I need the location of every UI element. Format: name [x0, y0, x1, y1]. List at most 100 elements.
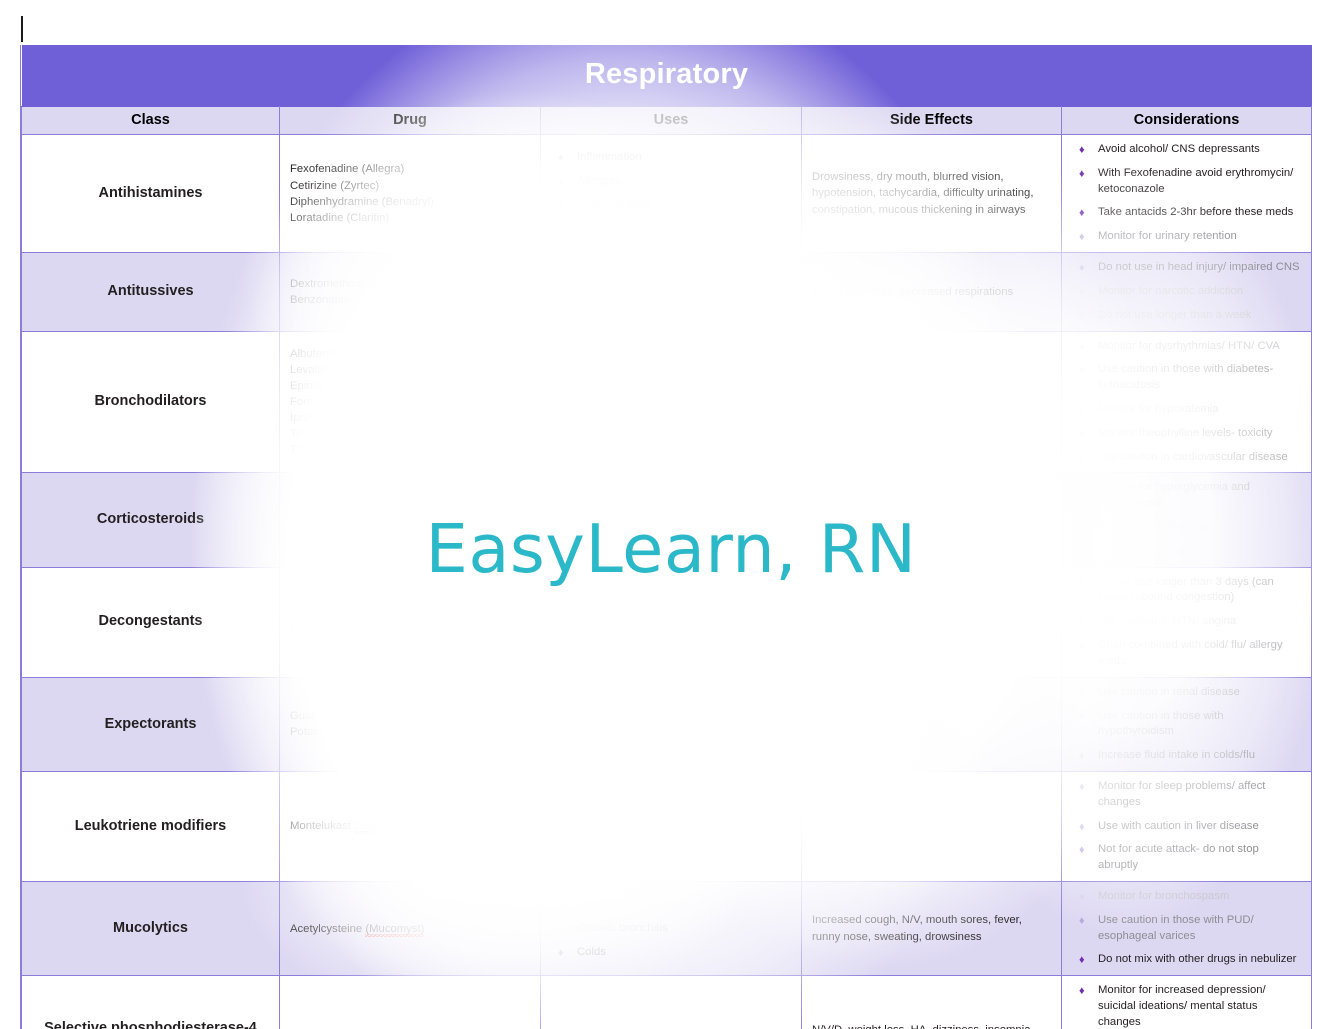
drug-list: Montelukast (Singulair)	[279, 770, 541, 883]
drug-item: Loratadine (Claritin)	[290, 211, 390, 224]
list-item: ♦Monitor for narcotic addiction	[1072, 284, 1302, 300]
diamond-bullet-icon: ♦	[1079, 616, 1085, 629]
table-row: Corticosteroids Budesonide (Pulmicort) B…	[21, 472, 1313, 568]
list-item: ♦Monitor for hyperglycemia and osteoporo…	[1079, 481, 1250, 510]
drug-item: Phenylephrine (Sudafed PE)	[290, 624, 434, 637]
list-item: ♦Do not mix with other drugs in nebulize…	[1072, 952, 1302, 968]
diamond-bullet-icon: ♦	[1079, 844, 1085, 857]
list-item: ♦Use caution in those with hypothyroidis…	[1079, 709, 1224, 738]
drug-item: Epinephrine	[290, 379, 351, 392]
diamond-bullet-icon: ♦	[1079, 780, 1085, 793]
considerations-list: ♦Do not use in head injury/ impaired CNS…	[1060, 252, 1313, 332]
diamond-bullet-icon: ♦	[1079, 482, 1085, 495]
uses-list	[540, 566, 802, 678]
considerations-list: ♦Do not use longer than 3 days (can caus…	[1060, 566, 1313, 678]
table-row: Leukotriene modifiers Montelukast (Singu…	[21, 770, 1313, 883]
uses-list	[540, 330, 802, 474]
uses-list: ♦Inflammation ♦Allergies ♦Drug reactions…	[540, 133, 802, 254]
class-name: Antihistamines	[21, 133, 280, 254]
side-effects-text	[801, 330, 1062, 474]
text-cursor-caret	[21, 16, 23, 42]
list-item: ♦Take antacids 2-3hr before these meds	[1072, 205, 1302, 221]
diamond-bullet-icon: ♦	[1079, 207, 1085, 220]
diamond-bullet-icon: ♦	[558, 223, 564, 236]
side-effects-text	[801, 472, 1062, 568]
column-header-class: Class	[21, 106, 280, 135]
drug-item: Potassium iodide (SSKI)	[290, 726, 413, 739]
diamond-bullet-icon: ♦	[1079, 545, 1085, 558]
list-item: ♦Monitor for hypokalemia	[1072, 402, 1302, 418]
list-item: ♦Use with caution in liver disease	[1072, 819, 1302, 835]
diamond-bullet-icon: ♦	[1079, 285, 1085, 298]
uses-list	[540, 676, 802, 772]
drug-item: Theophylline (Theochron)	[290, 444, 419, 457]
drug-item: Fluticasone (Flovent)	[290, 530, 396, 543]
list-item: ♦Do not stop abruptly	[1072, 544, 1302, 560]
drug-list: Fexofenadine (Allegra) Cetirizine (Zyrte…	[279, 133, 541, 254]
column-header-considerations: Considerations	[1060, 106, 1313, 135]
class-name: Bronchodilators	[21, 330, 280, 474]
considerations-list: ♦Monitor for dysrhythmias/ HTN/ CVA ♦Use…	[1060, 330, 1313, 474]
list-item: ♦Drug reactions	[551, 198, 792, 214]
diamond-bullet-icon: ♦	[1079, 451, 1085, 464]
diamond-bullet-icon: ♦	[1079, 522, 1085, 534]
uses-list	[540, 472, 802, 568]
uses-list	[540, 252, 802, 332]
drug-item: Montelukast (Singulair)	[290, 820, 406, 835]
drug-item: Pseudoephedrine (Sudafed)	[290, 608, 432, 621]
drug-item: Benzonatate (Tessalon)	[290, 293, 409, 306]
drug-item: Dextromethorphan (Robitussin)	[290, 277, 447, 290]
list-item: ♦Avoid alcohol/ CNS depressants	[1072, 142, 1302, 158]
column-header-drug: Drug	[279, 106, 541, 135]
diamond-bullet-icon: ♦	[558, 175, 564, 188]
list-item: ♦Use caution in HTN/ angina	[1072, 614, 1302, 630]
drug-list: Acetylcysteine (Mucomyst)	[279, 880, 541, 977]
diamond-bullet-icon: ♦	[1079, 820, 1085, 833]
diamond-bullet-icon: ♦	[1079, 427, 1085, 440]
diamond-bullet-icon: ♦	[1079, 576, 1085, 589]
table-header-row: Class Drug Uses Side Effects Considerati…	[21, 106, 1313, 135]
column-header-side-effects: Side Effects	[801, 106, 1062, 135]
drug-list: Pseudoephedrine (Sudafed) Phenylephrine …	[279, 566, 541, 678]
side-effects-text: Increased cough, N/V, mouth sores, fever…	[801, 880, 1062, 977]
list-item: ♦Use caution in those with PUD/ esophage…	[1079, 913, 1254, 942]
diamond-bullet-icon: ♦	[1079, 403, 1085, 416]
list-item: ♦Use caution in renal disease	[1072, 685, 1302, 701]
list-item: ♦Use caution in cardiovascular disease	[1072, 450, 1302, 466]
class-name: Decongestants	[21, 566, 280, 678]
diamond-bullet-icon: ♦	[1079, 309, 1085, 322]
list-item: ♦Do not use longer than 3 days (can caus…	[1079, 575, 1274, 604]
drug-item: Ipratropium (Atrovent)	[290, 411, 400, 424]
class-name: Antitussives	[21, 252, 280, 332]
uses-list	[540, 770, 802, 883]
diamond-bullet-icon: ♦	[1079, 985, 1085, 998]
drug-item: Acetylcysteine (Mucomyst)	[290, 922, 425, 937]
table-title-row: Respiratory	[21, 45, 1312, 107]
diamond-bullet-icon: ♦	[558, 199, 564, 212]
diamond-bullet-icon: ♦	[558, 946, 564, 959]
uses-list: ♦COPD	[540, 975, 802, 1029]
list-item: ♦Increase fluid intake in colds/flu	[1072, 748, 1302, 764]
list-item: ♦Inflammation	[551, 150, 792, 166]
drug-item: Beclomethasone (Qvar)	[290, 513, 410, 526]
table-row: Decongestants Pseudoephedrine (Sudafed) …	[21, 566, 1313, 678]
diamond-bullet-icon: ♦	[1079, 914, 1085, 927]
drug-item: Albuterol (Proair/ Ventolin)	[290, 347, 422, 360]
list-item: ♦Monitor for urinary retention	[1072, 229, 1302, 245]
drug-item: Diphenhydramine (Benadryl)	[290, 195, 434, 208]
table-row: Selective phosphodiesterase-4 inhibitors…	[21, 975, 1313, 1029]
diamond-bullet-icon: ♦	[1079, 231, 1085, 244]
table-row: Antitussives Dextromethorphan (Robitussi…	[21, 252, 1313, 332]
considerations-list: ♦Use caution in renal disease ♦Use cauti…	[1060, 676, 1313, 772]
page-title: Respiratory	[21, 45, 1312, 107]
list-item: ♦Monitor for bronchospasm	[1072, 889, 1302, 905]
class-name: Leukotriene modifiers	[21, 770, 280, 883]
drug-list: Albuterol (Proair/ Ventolin) Levalbutero…	[279, 330, 541, 474]
table-row: Bronchodilators Albuterol (Proair/ Vento…	[21, 330, 1313, 474]
respiratory-drug-table-wrapper: Respiratory Class Drug Uses Side Effects…	[20, 45, 1313, 1029]
list-item: ♦Not for acute attack- do not stop abrup…	[1079, 843, 1259, 872]
diamond-bullet-icon: ♦	[1079, 891, 1085, 903]
diamond-bullet-icon: ♦	[1079, 750, 1085, 763]
table-row: Expectorants Guaifenesin (Mucinex) Potas…	[21, 676, 1313, 772]
